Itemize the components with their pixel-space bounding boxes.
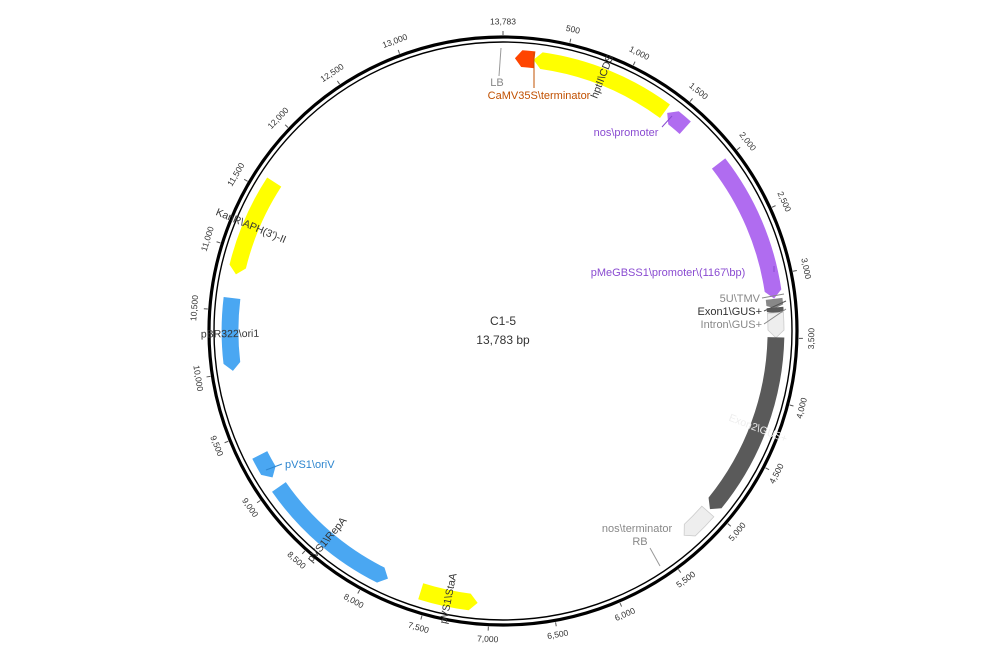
feature-nos-terminator[interactable]: [683, 505, 715, 537]
features: hptII\CDSExon2\GUS+pVS1\StaApVS1\RepApBR…: [201, 50, 789, 625]
feature-5u-tmv[interactable]: [765, 297, 784, 309]
tick-mark: [420, 615, 423, 620]
tick-mark: [243, 178, 248, 182]
tick-mark: [727, 523, 732, 527]
plasmid-name: C1-5: [490, 314, 516, 328]
tick-label: 2,500: [775, 190, 793, 214]
rb-leader: [649, 547, 661, 567]
camv35s-terminator-label: CaMV35S\terminator: [488, 90, 591, 102]
tick-label: 5,500: [674, 569, 697, 590]
exon1-gus-label: Exon1\GUS+: [697, 306, 762, 318]
tick-label: 2,000: [737, 130, 758, 153]
tick-mark: [765, 467, 770, 471]
tick-label: 7,000: [477, 633, 499, 644]
tick-label: 8,500: [285, 549, 308, 571]
tick-label: 1,500: [687, 80, 710, 101]
nos-terminator-label: nos\terminator: [602, 523, 673, 535]
tick-mark: [678, 569, 682, 573]
nos-prom-leader: [661, 115, 673, 128]
lb-leader: [498, 47, 502, 77]
feature-label-pbr322-ori1: pBR322\ori1: [201, 328, 260, 341]
tick-mark: [336, 80, 340, 85]
tick-label: 7,500: [407, 620, 430, 636]
tick-label: 11,000: [199, 225, 216, 252]
tick-label: 10,500: [188, 294, 200, 321]
tick-label: 4,500: [767, 462, 786, 486]
tick-mark: [792, 269, 797, 272]
tick-mark: [771, 205, 776, 208]
feature-hptii-cds[interactable]: [533, 52, 670, 119]
tick-label: 500: [565, 23, 581, 36]
feature-nos-promoter[interactable]: [667, 111, 691, 134]
feature-pvs1-staa[interactable]: [418, 583, 478, 611]
pmegbss1-promoter-label: pMeGBSS1\promoter\(1167\bp): [591, 267, 745, 279]
tick-label: 13,783: [490, 16, 516, 26]
feature-exon1-gus[interactable]: [766, 306, 784, 314]
tick-label: 13,000: [381, 31, 409, 50]
backbone-inner: [213, 41, 793, 621]
tick-mark: [256, 500, 261, 504]
tick-label: 9,500: [208, 434, 225, 458]
tick-label: 5,000: [726, 520, 748, 543]
tmv-leader: [761, 293, 785, 299]
oriv-leader: [265, 463, 283, 471]
pvs1-oriv-label: pVS1\oriV: [285, 459, 335, 471]
exon1-leader: [763, 300, 787, 312]
feature-pvs1-repa[interactable]: [272, 482, 388, 583]
feature-pbr322-ori1[interactable]: [221, 296, 241, 371]
tick-label: 3,000: [799, 257, 813, 280]
tick-label: 1,000: [628, 44, 652, 62]
tick-mark: [224, 440, 229, 444]
tick-mark: [689, 98, 693, 102]
tick-mark: [216, 241, 221, 244]
feature-exon2-gus[interactable]: [708, 337, 785, 510]
tick-mark: [284, 124, 289, 128]
tick-mark: [632, 61, 636, 66]
feature-camv35s-terminator[interactable]: [514, 50, 536, 69]
tick-label: 9,000: [240, 496, 261, 519]
tick-label: 4,000: [794, 396, 809, 419]
lb-label: LB: [490, 77, 503, 89]
feature-kanr-aph-3-ii[interactable]: [229, 177, 282, 275]
tick-mark: [619, 602, 623, 607]
tick-mark: [789, 404, 794, 407]
tick-label: 3,500: [806, 328, 817, 350]
tick-label: 8,000: [342, 591, 366, 610]
tick-label: 12,500: [318, 61, 345, 84]
tick-label: 11,500: [225, 161, 247, 188]
nos-promoter-label: nos\promoter: [594, 127, 659, 139]
plasmid-size: 13,783 bp: [476, 333, 530, 347]
intron-gus-label: Intron\GUS+: [701, 319, 762, 331]
tick-mark: [569, 38, 572, 43]
tick-label: 6,000: [613, 605, 637, 623]
tick-mark: [397, 49, 401, 54]
tick-mark: [555, 622, 557, 627]
tick-mark: [736, 146, 741, 151]
tick-mark: [357, 589, 361, 594]
5u-tmv-label: 5U\TMV: [720, 293, 761, 305]
feature-pvs1-oriv[interactable]: [252, 451, 276, 478]
tick-label: 10,000: [191, 365, 205, 392]
intron-leader: [763, 308, 787, 325]
tick-mark: [301, 550, 306, 555]
tick-mark: [206, 375, 211, 378]
tick-label: 6,500: [546, 627, 569, 641]
feature-pmegbss1-promoter-1167-bp[interactable]: [711, 158, 782, 299]
backbone-outer: [207, 35, 799, 627]
rb-label: RB: [632, 536, 647, 548]
